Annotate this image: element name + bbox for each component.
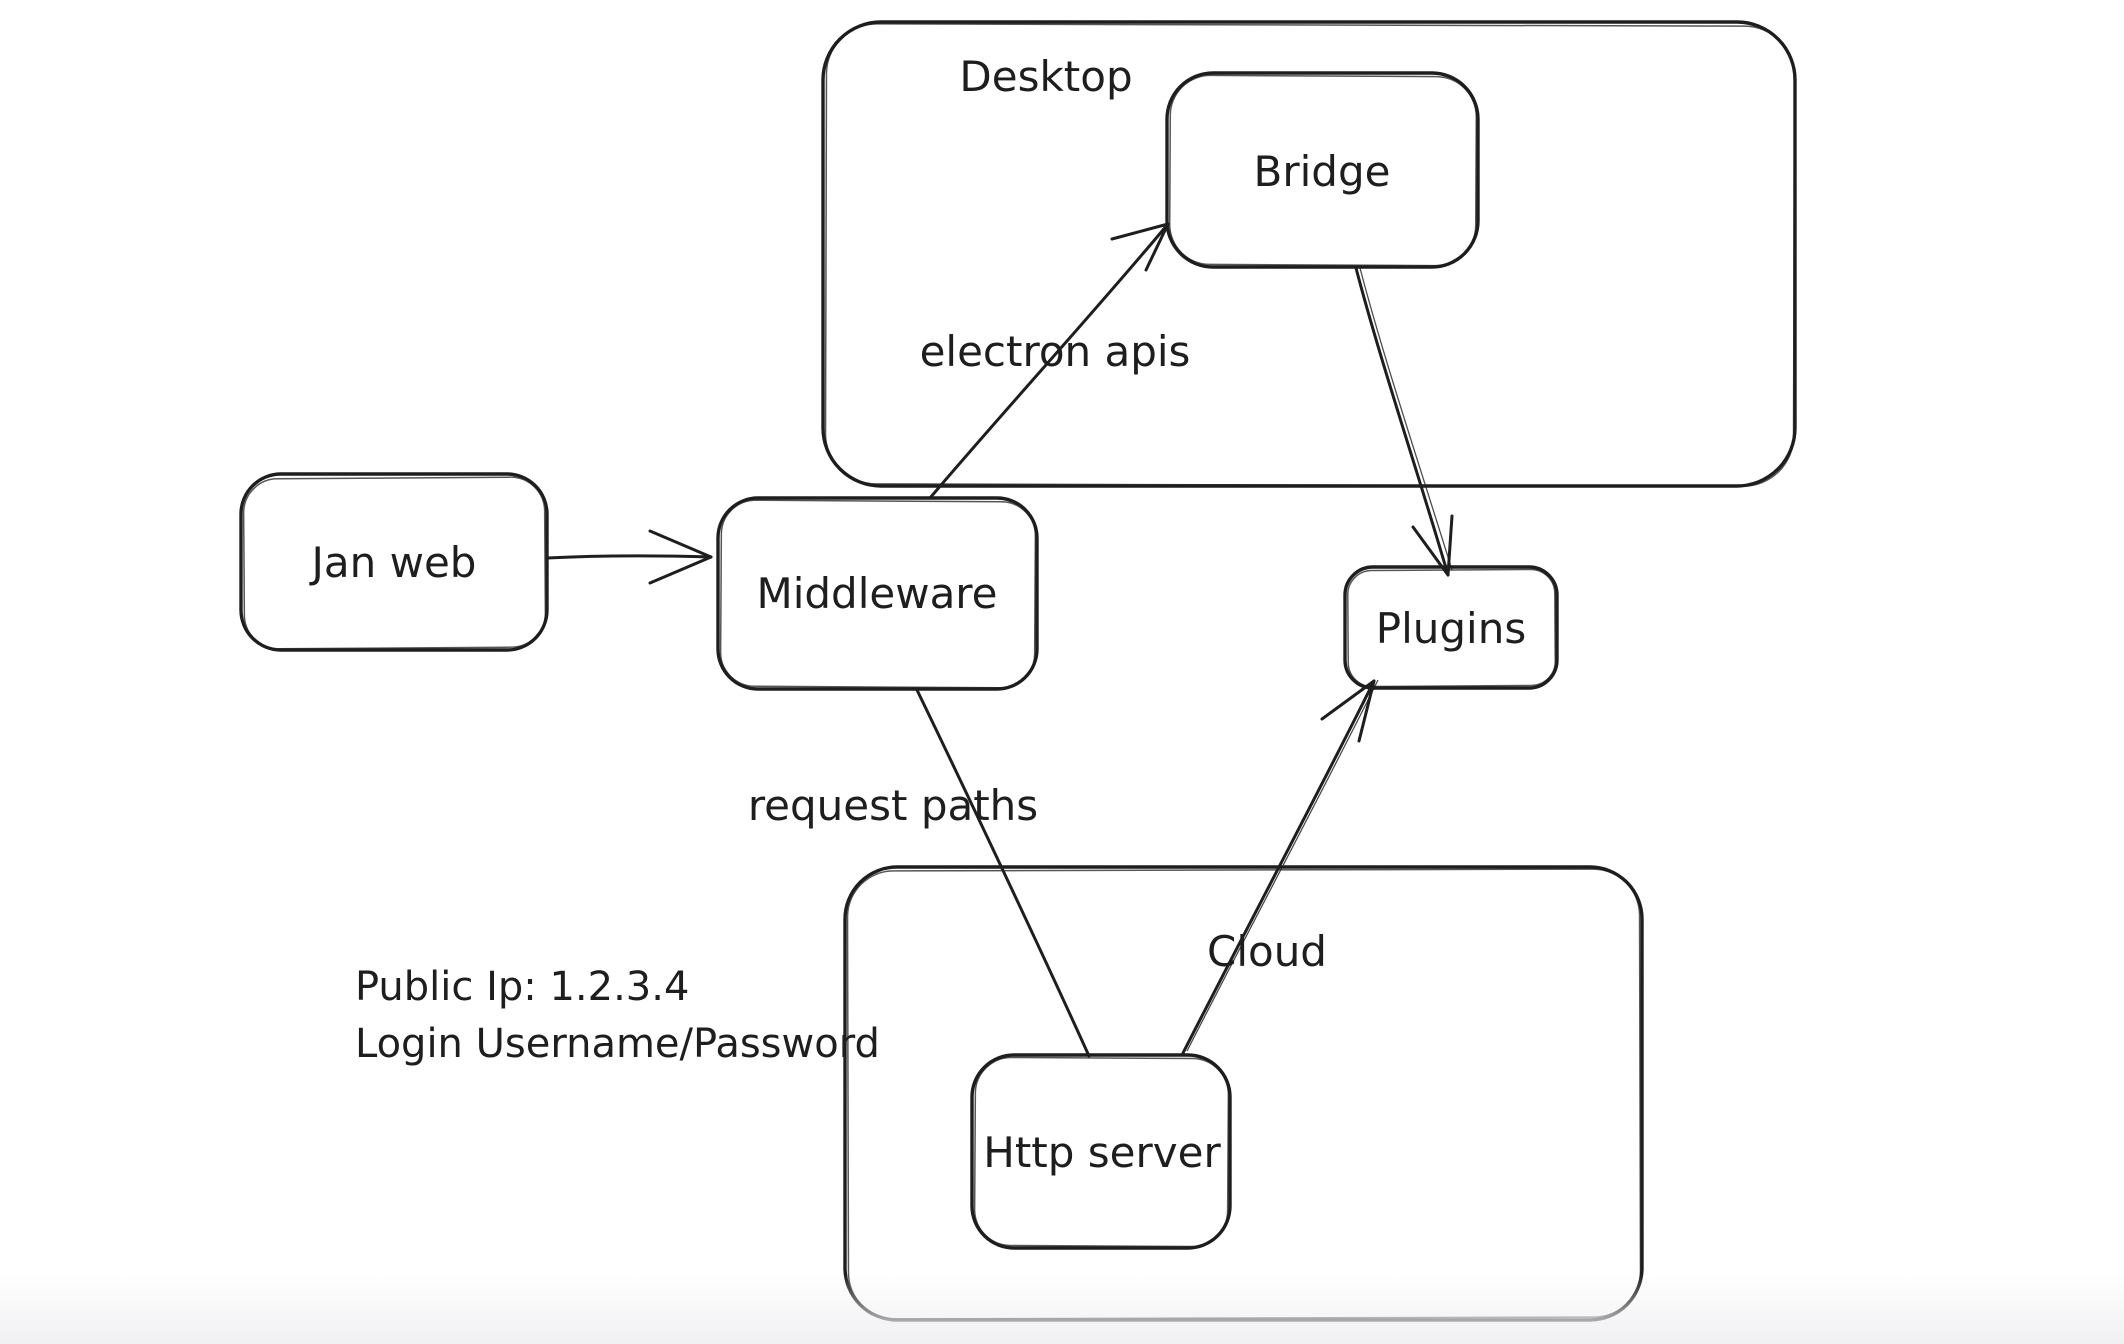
jan-web-label[interactable]: Jan web xyxy=(309,538,477,587)
jan-web-box[interactable] xyxy=(239,472,549,652)
middleware-label[interactable]: Middleware xyxy=(756,569,997,618)
arrowhead xyxy=(648,529,713,585)
edge-jan-web-to-middleware[interactable] xyxy=(545,529,713,585)
edge-line-ghost xyxy=(1359,267,1453,571)
bridge-box-sketch xyxy=(1168,74,1478,267)
bridge-label[interactable]: Bridge xyxy=(1254,147,1391,196)
bridge-box[interactable] xyxy=(1165,71,1480,269)
plugins-label[interactable]: Plugins xyxy=(1376,604,1526,653)
node-bridge[interactable]: Bridge xyxy=(1165,71,1480,269)
middleware-box-sketch xyxy=(719,499,1037,689)
jan-web-box-sketch xyxy=(242,476,547,650)
annotation-public-ip[interactable]: Public Ip: 1.2.3.4 xyxy=(355,964,689,1010)
plugins-box[interactable] xyxy=(1343,565,1559,690)
node-http-server[interactable]: Http server xyxy=(970,1053,1232,1250)
desktop-box[interactable] xyxy=(821,20,1797,488)
arrowhead xyxy=(1110,222,1170,272)
edge-line[interactable] xyxy=(545,554,713,560)
edge-middleware-to-bridge[interactable]: electron apis xyxy=(920,222,1191,500)
desktop-box-sketch xyxy=(824,23,1796,487)
desktop-label[interactable]: Desktop xyxy=(959,52,1132,101)
http-server-box[interactable] xyxy=(970,1053,1232,1250)
node-plugins[interactable]: Plugins xyxy=(1343,565,1559,690)
http-server-box-sketch xyxy=(973,1056,1230,1248)
desktop-container[interactable]: Desktop xyxy=(821,20,1797,488)
edge-line[interactable] xyxy=(1354,266,1450,577)
annotation-credentials[interactable]: Public Ip: 1.2.3.4 Login Username/Passwo… xyxy=(355,964,880,1067)
annotation-login[interactable]: Login Username/Password xyxy=(355,1021,880,1067)
plugins-box-sketch xyxy=(1347,568,1556,688)
edge-middleware-to-http-server[interactable]: request paths xyxy=(748,688,1091,1058)
edge-line[interactable] xyxy=(915,688,1091,1058)
http-server-label[interactable]: Http server xyxy=(983,1128,1221,1177)
node-middleware[interactable]: Middleware xyxy=(716,496,1039,691)
edge-bridge-to-plugins[interactable] xyxy=(1354,266,1454,577)
node-jan-web[interactable]: Jan web xyxy=(239,472,549,652)
edge-label-request-paths[interactable]: request paths xyxy=(748,781,1038,830)
edge-line-ghost xyxy=(1186,679,1379,1052)
edge-line[interactable] xyxy=(1181,679,1376,1055)
edge-label-electron-apis[interactable]: electron apis xyxy=(920,327,1191,376)
middleware-box[interactable] xyxy=(716,496,1039,691)
edge-line[interactable] xyxy=(928,222,1170,500)
